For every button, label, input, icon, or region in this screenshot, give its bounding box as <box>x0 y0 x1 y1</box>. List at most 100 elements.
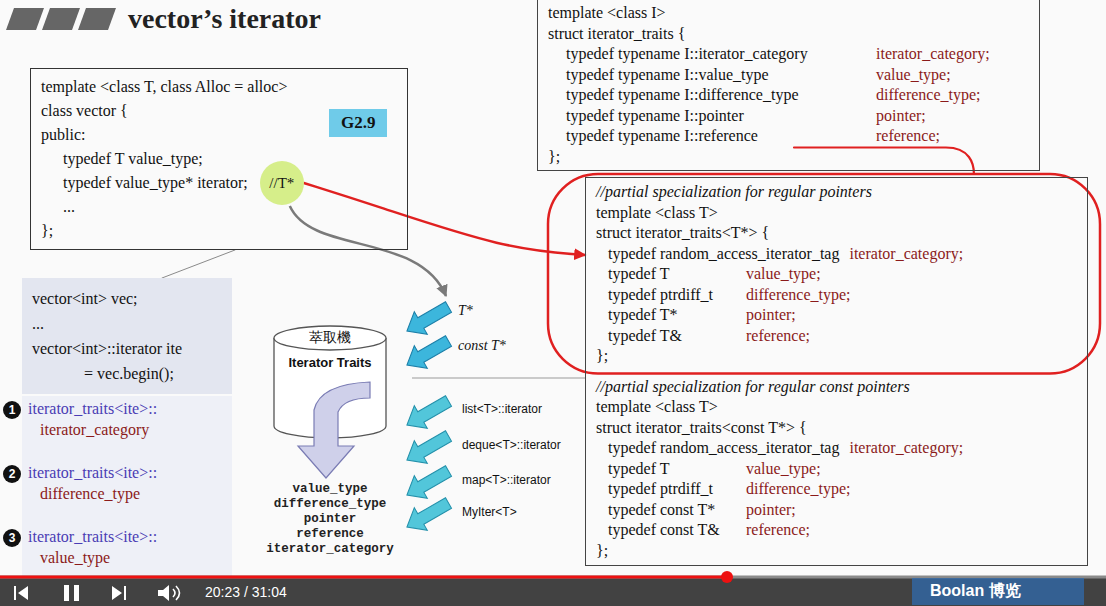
badge-text: G2.9 <box>341 112 375 134</box>
block-arrow <box>400 296 455 343</box>
block-arrow <box>400 492 455 539</box>
code-text: value_type; <box>876 65 951 86</box>
callout-panel <box>22 396 232 576</box>
block-arrow <box>400 330 455 377</box>
block-arrow <box>400 425 455 472</box>
code-text: pointer; <box>746 305 796 326</box>
code-text: typedef random_access_iterator_tag <box>608 438 839 459</box>
title-stripe <box>78 8 116 30</box>
progress-knob <box>721 571 733 583</box>
output-label: value_type <box>250 482 410 497</box>
grey-curved-arrow <box>290 206 446 296</box>
code-line: typedef Tvalue_type; <box>596 264 1075 285</box>
code-text: typedef typename I::pointer <box>566 106 866 127</box>
code-text: value_type; <box>746 459 821 480</box>
input-type-label: list<T>::iterator <box>462 402 542 417</box>
volume-icon <box>158 585 169 601</box>
code-text: struct iterator_traits<T*> { <box>596 223 769 244</box>
code-text: typedef random_access_iterator_tag <box>608 244 839 265</box>
code-line: template <class T> <box>596 397 1075 418</box>
code-line: vector<int>::iterator ite <box>32 336 222 361</box>
code-line: //partial specialization for regular con… <box>596 377 1075 398</box>
code-line: typedef const T&reference; <box>596 520 1075 541</box>
slide-title: vector’s iterator <box>128 2 321 36</box>
block-arrow <box>400 390 455 437</box>
code-text: ... <box>63 195 75 219</box>
previous-icon <box>14 586 28 600</box>
code-text: pointer; <box>876 106 926 127</box>
code-text: reference; <box>746 326 810 347</box>
code-text: typedef typename I::difference_type <box>566 85 866 106</box>
code-line: typedef ptrdiff_tdifference_type; <box>596 479 1075 500</box>
code-text: difference_type; <box>746 285 851 306</box>
watermark-box <box>912 578 1084 605</box>
code-text: public: <box>41 123 85 147</box>
cylinder-top <box>274 326 386 350</box>
iterator-traits-cylinder: 萃取機 Iterator Traits <box>272 326 388 438</box>
code-line: typedef typename I::difference_typediffe… <box>548 85 1027 106</box>
code-text: typedef typename I::reference <box>566 126 866 147</box>
video-bar <box>0 576 1106 606</box>
block-arrow <box>400 425 455 472</box>
code-line: vector<int> vec; <box>32 286 222 311</box>
code-text: vector<int> vec; <box>32 286 138 311</box>
code-line: }; <box>41 219 395 243</box>
callout-number: 3 <box>3 529 21 547</box>
connector <box>162 250 235 278</box>
code-line: typedef typename I::referencereference; <box>548 126 1027 147</box>
block-arrow <box>400 492 455 539</box>
code-text: typedef T value_type; <box>63 147 203 171</box>
code-text: iterator_category; <box>876 44 990 65</box>
code-text: }; <box>548 147 560 168</box>
code-line: typedef T value_type; <box>41 147 395 171</box>
callout-text: iterator_traits<ite>:: <box>28 463 157 483</box>
code-text: template <class I> <box>548 3 666 24</box>
code-text: pointer; <box>746 500 796 521</box>
code-text: typedef ptrdiff_t <box>608 285 736 306</box>
code-text: difference_type; <box>746 479 851 500</box>
input-type-label: const T* <box>458 338 506 354</box>
code-line: }; <box>596 541 1075 562</box>
specialization-code-box: //partial specialization for regular poi… <box>585 177 1088 566</box>
code-line: = vec.begin(); <box>32 361 222 386</box>
code-text: template <class T> <box>596 397 718 418</box>
callout-text: iterator_category <box>40 420 149 440</box>
code-line: typedef typename I::value_type value_type… <box>548 65 1027 86</box>
separator-line <box>412 378 586 379</box>
code-text: typedef T <box>608 264 736 285</box>
code-text: struct iterator_traits { <box>548 24 685 45</box>
callout-number: 1 <box>3 401 21 419</box>
code-line: //partial specialization for regular poi… <box>596 182 1075 203</box>
code-line: typedef T&reference; <box>596 326 1075 347</box>
class-code-box: template <class T, class Alloc = alloc>c… <box>30 68 408 250</box>
output-label: difference_type <box>250 497 410 512</box>
input-type-label: map<T>::iterator <box>462 473 551 488</box>
cylinder-text: 萃取機 <box>309 329 351 347</box>
code-line: template <class I> <box>548 3 1027 24</box>
code-line: typedef Tvalue_type; <box>596 459 1075 480</box>
code-line: ... <box>32 311 222 336</box>
code-line: template <class T, class Alloc = alloc> <box>41 75 395 99</box>
callout-number: 2 <box>3 465 21 483</box>
code-text: iterator_category; <box>849 438 963 459</box>
input-type-label: deque<T>::iterator <box>462 438 561 453</box>
output-label: pointer <box>250 512 410 527</box>
code-line: typedef typename I::iterator_categoryite… <box>548 44 1027 65</box>
code-text: ... <box>32 311 44 336</box>
code-text: typedef typename I::value_type <box>566 65 866 86</box>
code-text: template <class T> <box>596 203 718 224</box>
time-label: 20:23 / 31:04 <box>205 582 287 602</box>
code-text: vector<int>::iterator ite <box>32 336 182 361</box>
watermark: Boolan 博览 <box>930 581 1021 601</box>
code-text: typedef T* <box>608 305 736 326</box>
usage-code-box: vector<int> vec;...vector<int>::iterator… <box>22 278 232 394</box>
code-text: reference; <box>746 520 810 541</box>
code-text: typedef value_type* iterator; <box>63 171 248 195</box>
code-text: }; <box>41 219 53 243</box>
code-line: }; <box>596 346 1075 367</box>
block-arrow <box>400 296 455 343</box>
cylinder-text: Iterator Traits <box>288 355 371 371</box>
code-line: ... <box>41 195 395 219</box>
block-arrow <box>400 330 455 377</box>
